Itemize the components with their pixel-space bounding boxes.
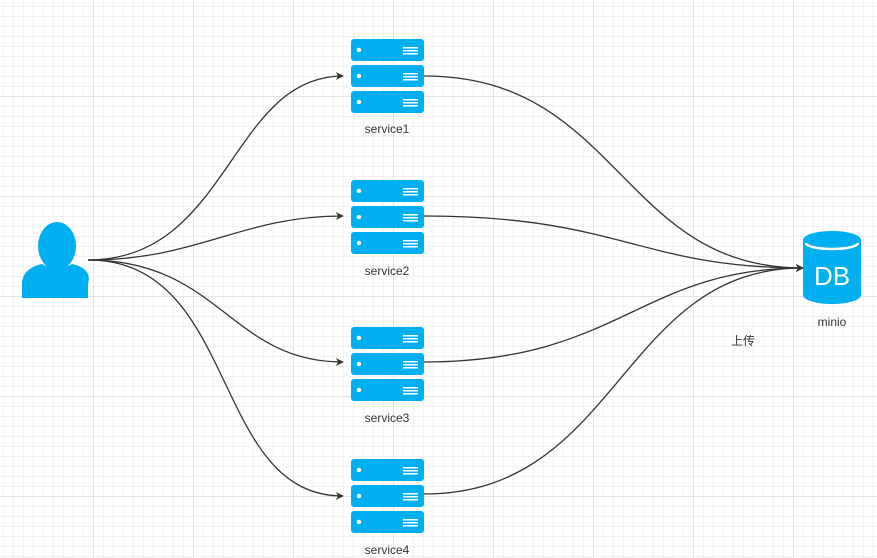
user-icon xyxy=(22,222,89,298)
database-icon: DB xyxy=(803,231,861,304)
service4-label: service4 xyxy=(365,543,410,557)
server-icon xyxy=(351,180,424,254)
edge-service2-minio xyxy=(423,215,804,272)
db-icon-text: DB xyxy=(814,261,850,291)
service2-label: service2 xyxy=(365,264,410,278)
minio-label: minio xyxy=(818,315,847,329)
edge-service3-minio xyxy=(423,264,804,363)
server-icon xyxy=(351,39,424,113)
upload-edge-label: 上传 xyxy=(731,333,755,348)
service1-label: service1 xyxy=(365,122,410,136)
edge-service4-minio xyxy=(423,264,804,495)
server-icon xyxy=(351,327,424,401)
edge-user-service2 xyxy=(87,212,344,261)
edge-service1-minio xyxy=(423,75,804,272)
service3-label: service3 xyxy=(365,411,410,425)
edge-user-service4 xyxy=(87,259,344,500)
edge-user-service3 xyxy=(87,259,344,366)
server-icon xyxy=(351,459,424,533)
edge-user-service1 xyxy=(87,72,344,261)
